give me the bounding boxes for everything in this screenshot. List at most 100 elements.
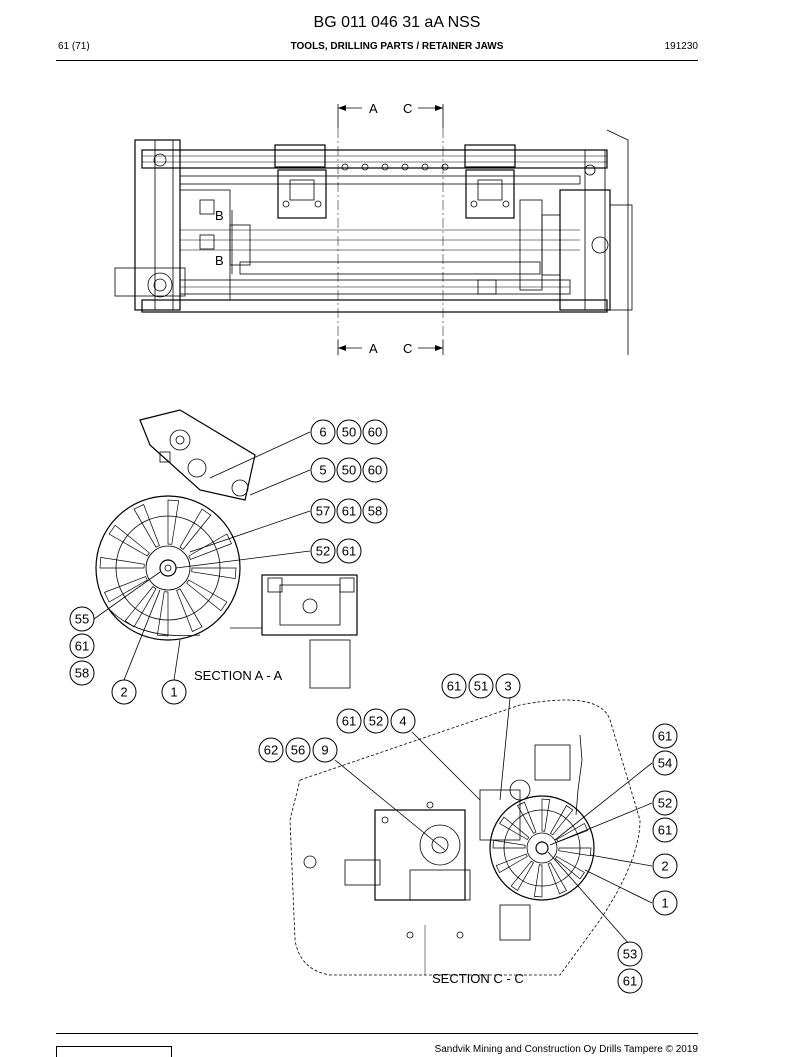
wheel-spoke xyxy=(167,499,180,545)
callout-5[interactable]: 5 xyxy=(310,457,336,483)
svg-text:1: 1 xyxy=(170,685,177,700)
wheel-spoke xyxy=(124,586,157,628)
callout-58[interactable]: 58 xyxy=(362,498,388,524)
callout-2[interactable]: 2 xyxy=(111,679,137,705)
wheel-spoke xyxy=(541,798,551,832)
wheel-spoke xyxy=(191,567,237,580)
header-rule xyxy=(56,60,698,61)
callout-61[interactable]: 61 xyxy=(336,708,362,734)
callout-62[interactable]: 62 xyxy=(258,737,284,763)
callout-61[interactable]: 61 xyxy=(441,673,467,699)
wheel-spoke xyxy=(176,588,203,632)
svg-text:60: 60 xyxy=(368,463,382,478)
svg-text:50: 50 xyxy=(342,463,356,478)
section-aa-view: SECTION A - A xyxy=(93,409,358,689)
callout-52[interactable]: 52 xyxy=(363,708,389,734)
wheel-spokes xyxy=(492,798,592,898)
svg-text:60: 60 xyxy=(368,425,382,440)
callout-61[interactable]: 61 xyxy=(69,633,95,659)
callout-54[interactable]: 54 xyxy=(652,750,678,776)
svg-text:61: 61 xyxy=(623,974,637,989)
svg-text:54: 54 xyxy=(658,756,672,771)
callout-3[interactable]: 3 xyxy=(495,673,521,699)
callout-61[interactable]: 61 xyxy=(617,968,643,994)
svg-text:3: 3 xyxy=(504,679,511,694)
callout-53[interactable]: 53 xyxy=(617,941,643,967)
section-cc-title: SECTION C - C xyxy=(432,971,524,986)
wheel-spoke xyxy=(554,856,585,880)
svg-text:58: 58 xyxy=(75,666,89,681)
svg-text:4: 4 xyxy=(399,714,406,729)
svg-text:52: 52 xyxy=(369,714,383,729)
callout-61[interactable]: 61 xyxy=(652,723,678,749)
wheel-spoke xyxy=(492,839,526,849)
wheel-spoke xyxy=(99,556,145,569)
section-title: TOOLS, DRILLING PARTS / RETAINER JAWS xyxy=(290,41,504,52)
svg-text:6: 6 xyxy=(319,425,326,440)
callout-61[interactable]: 61 xyxy=(336,538,362,564)
callout-60[interactable]: 60 xyxy=(362,419,388,445)
top-view: A C A C B B xyxy=(114,101,633,356)
svg-text:61: 61 xyxy=(447,679,461,694)
section-mark-c-top: C xyxy=(403,101,412,116)
callout-51[interactable]: 51 xyxy=(468,673,494,699)
callout-57[interactable]: 57 xyxy=(310,498,336,524)
callout-61[interactable]: 61 xyxy=(652,817,678,843)
detail-mark-b-upper: B xyxy=(215,208,224,223)
section-aa-title: SECTION A - A xyxy=(194,668,282,683)
wheel-spoke xyxy=(547,862,567,895)
wheel-spokes xyxy=(99,499,237,637)
svg-text:61: 61 xyxy=(658,823,672,838)
svg-text:1: 1 xyxy=(661,896,668,911)
section-mark-a-top: A xyxy=(369,101,378,116)
callout-55[interactable]: 55 xyxy=(69,606,95,632)
svg-text:62: 62 xyxy=(264,743,278,758)
svg-text:61: 61 xyxy=(342,544,356,559)
aa-callouts: 6 50 60 5 50 60 57 61 58 52 61 55 61 58 … xyxy=(69,419,388,705)
wheel-spoke xyxy=(558,847,592,857)
callout-58[interactable]: 58 xyxy=(69,660,95,686)
section-cc-view: SECTION C - C xyxy=(289,697,653,986)
wheel-spoke xyxy=(179,508,212,550)
svg-text:2: 2 xyxy=(661,859,668,874)
svg-text:52: 52 xyxy=(658,796,672,811)
svg-text:5: 5 xyxy=(319,463,326,478)
callout-50[interactable]: 50 xyxy=(336,419,362,445)
callout-1[interactable]: 1 xyxy=(652,890,678,916)
callout-52[interactable]: 52 xyxy=(310,538,336,564)
wheel-spoke xyxy=(104,576,148,603)
callout-60[interactable]: 60 xyxy=(362,457,388,483)
cc-callouts: 61 51 3 61 52 4 62 56 9 61 54 52 61 2 1 … xyxy=(258,673,678,994)
svg-text:61: 61 xyxy=(658,729,672,744)
callout-4[interactable]: 4 xyxy=(390,708,416,734)
callout-9[interactable]: 9 xyxy=(312,737,338,763)
wheel-spoke xyxy=(133,504,160,548)
callout-6[interactable]: 6 xyxy=(310,419,336,445)
svg-text:55: 55 xyxy=(75,612,89,627)
svg-text:52: 52 xyxy=(316,544,330,559)
callout-2[interactable]: 2 xyxy=(652,853,678,879)
company-logo xyxy=(56,1046,172,1057)
wheel-spoke xyxy=(156,591,169,637)
wheel-spoke xyxy=(556,823,589,843)
callout-52[interactable]: 52 xyxy=(652,790,678,816)
svg-text:51: 51 xyxy=(474,679,488,694)
cc-callout-leaders xyxy=(334,697,653,946)
svg-text:53: 53 xyxy=(623,947,637,962)
callout-1[interactable]: 1 xyxy=(161,679,187,705)
wheel-spoke xyxy=(533,864,543,898)
detail-mark-b-lower: B xyxy=(215,253,224,268)
page-number: 61 (71) xyxy=(58,41,90,52)
wheel-spoke xyxy=(495,853,528,873)
svg-text:56: 56 xyxy=(291,743,305,758)
section-mark-a-bottom: A xyxy=(369,341,378,356)
callout-50[interactable]: 50 xyxy=(336,457,362,483)
svg-text:9: 9 xyxy=(321,743,328,758)
wheel-spoke xyxy=(186,579,228,612)
footer-rule xyxy=(56,1033,698,1034)
wheel-spoke xyxy=(510,860,534,891)
callout-61[interactable]: 61 xyxy=(336,498,362,524)
svg-text:57: 57 xyxy=(316,504,330,519)
callout-56[interactable]: 56 xyxy=(285,737,311,763)
